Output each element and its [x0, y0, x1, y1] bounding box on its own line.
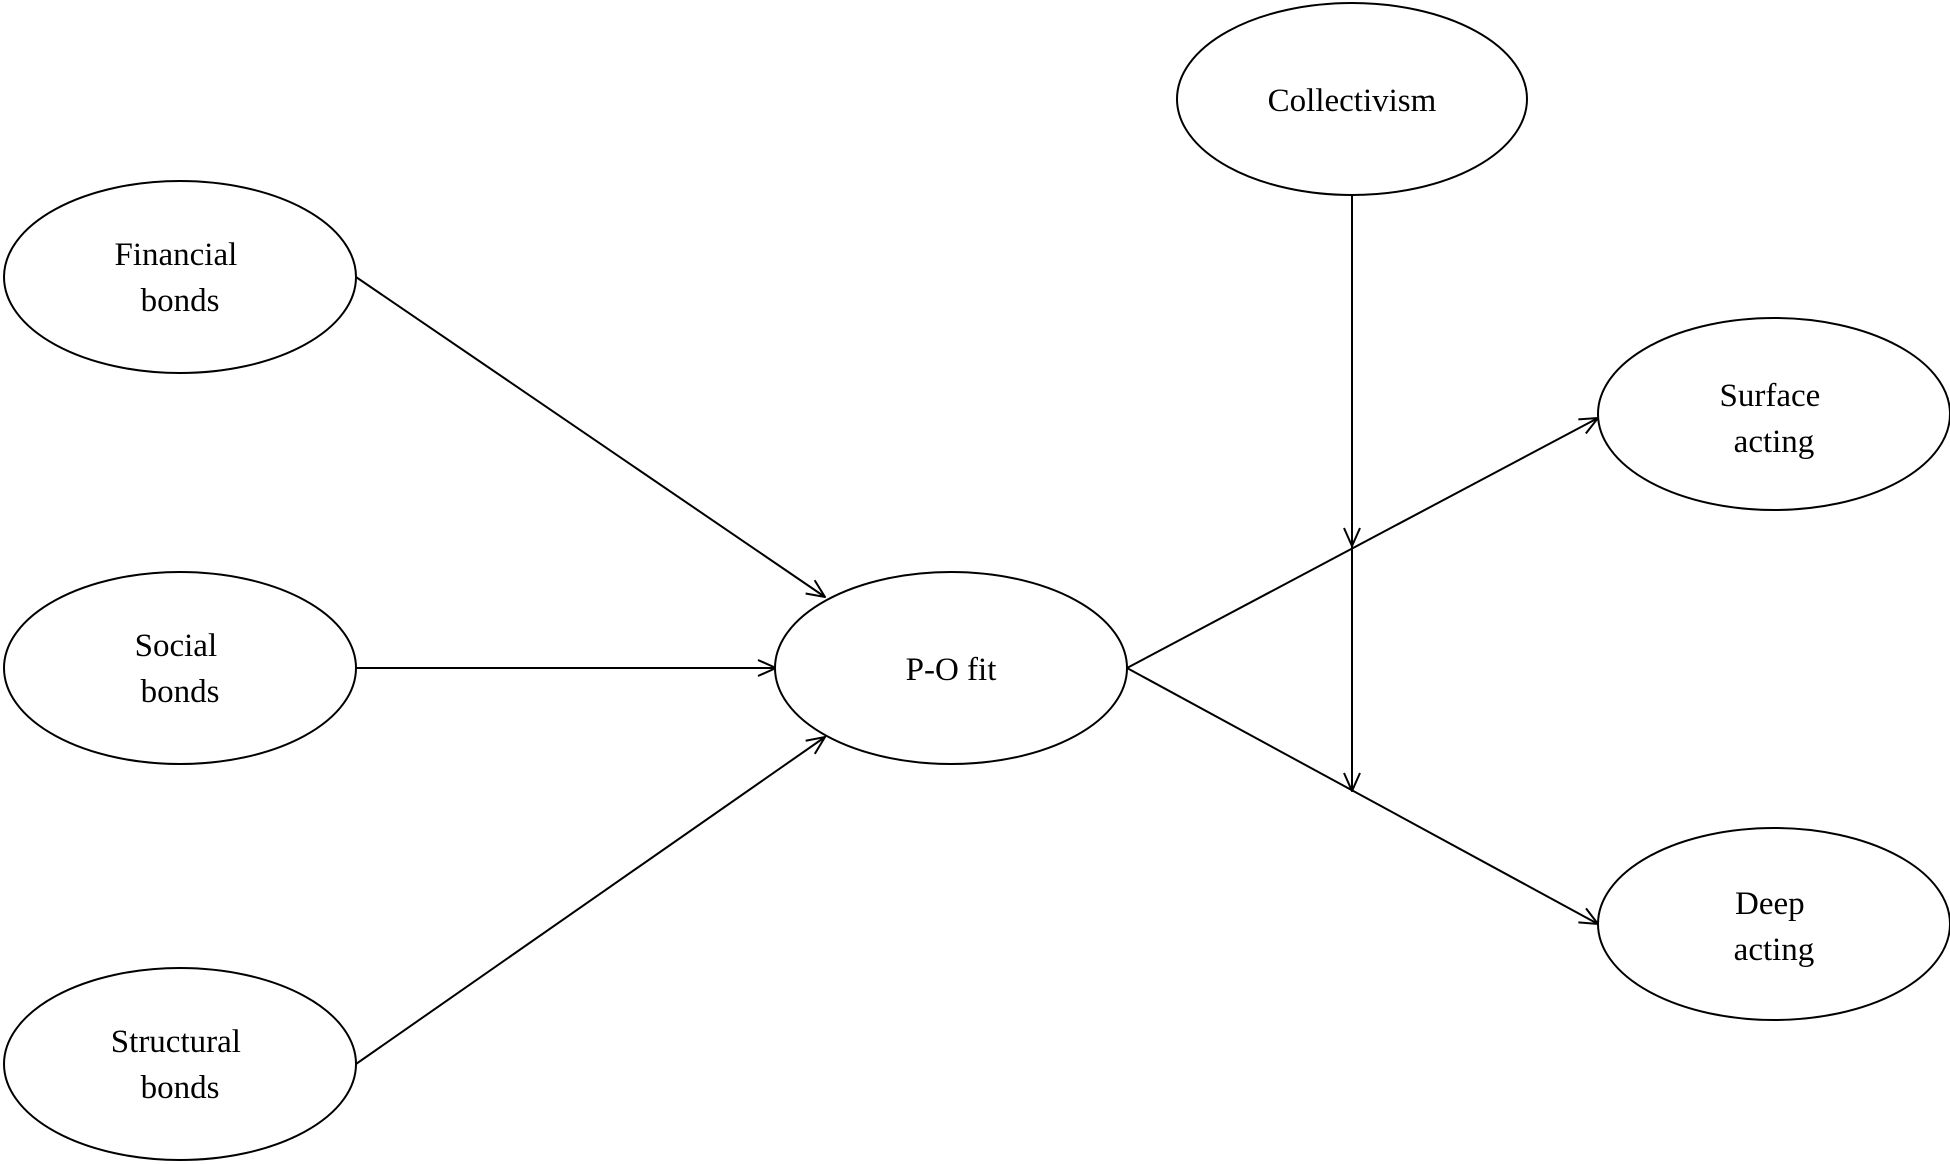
node-social-bonds-label: Social bonds [135, 628, 226, 710]
node-social-bonds-label-line: bonds [141, 674, 220, 710]
node-po-fit-label-line: P-O fit [906, 652, 997, 688]
node-surface-acting-label-line: Surface [1719, 378, 1820, 414]
node-collectivism: Collectivism [1176, 2, 1528, 196]
node-po-fit-shape [774, 571, 1128, 765]
node-surface-acting-shape [1597, 317, 1950, 511]
node-financial-bonds-label-line: Financial [114, 237, 237, 273]
node-deep-acting-shape [1597, 827, 1950, 1021]
edge-financial-to-pofit [355, 276, 825, 597]
node-surface-acting-label: Surface acting [1719, 378, 1828, 460]
edge-pofit-to-deep [1126, 667, 1598, 924]
node-deep-acting: Deep acting [1597, 827, 1950, 1021]
node-structural-bonds-shape [3, 967, 357, 1161]
node-structural-bonds-label-line: Structural [111, 1024, 241, 1060]
node-surface-acting: Surface acting [1597, 317, 1950, 511]
node-financial-bonds-label: Financial bonds [114, 237, 245, 319]
node-po-fit: P-O fit [774, 571, 1128, 765]
edges [355, 195, 1598, 1065]
node-deep-acting-label-line: Deep [1735, 886, 1805, 922]
node-structural-bonds-label: Structural bonds [111, 1024, 249, 1106]
node-collectivism-shape [1176, 2, 1528, 196]
node-po-fit-label: P-O fit [906, 652, 997, 688]
node-deep-acting-label: Deep acting [1734, 886, 1815, 968]
node-social-bonds: Social bonds [3, 571, 357, 765]
edge-pofit-to-surface [1126, 418, 1598, 669]
node-collectivism-label-line: Collectivism [1268, 83, 1437, 119]
node-structural-bonds: Structural bonds [3, 967, 357, 1161]
node-financial-bonds-label-line: bonds [141, 283, 220, 319]
node-surface-acting-label-line: acting [1734, 424, 1815, 460]
node-collectivism-label: Collectivism [1268, 83, 1437, 119]
node-financial-bonds: Financial bonds [3, 180, 357, 374]
node-social-bonds-shape [3, 571, 357, 765]
node-structural-bonds-label-line: bonds [141, 1070, 220, 1106]
node-deep-acting-label-line: acting [1734, 932, 1815, 968]
node-social-bonds-label-line: Social [135, 628, 217, 664]
node-financial-bonds-shape [3, 180, 357, 374]
edge-structural-to-pofit [355, 737, 825, 1065]
